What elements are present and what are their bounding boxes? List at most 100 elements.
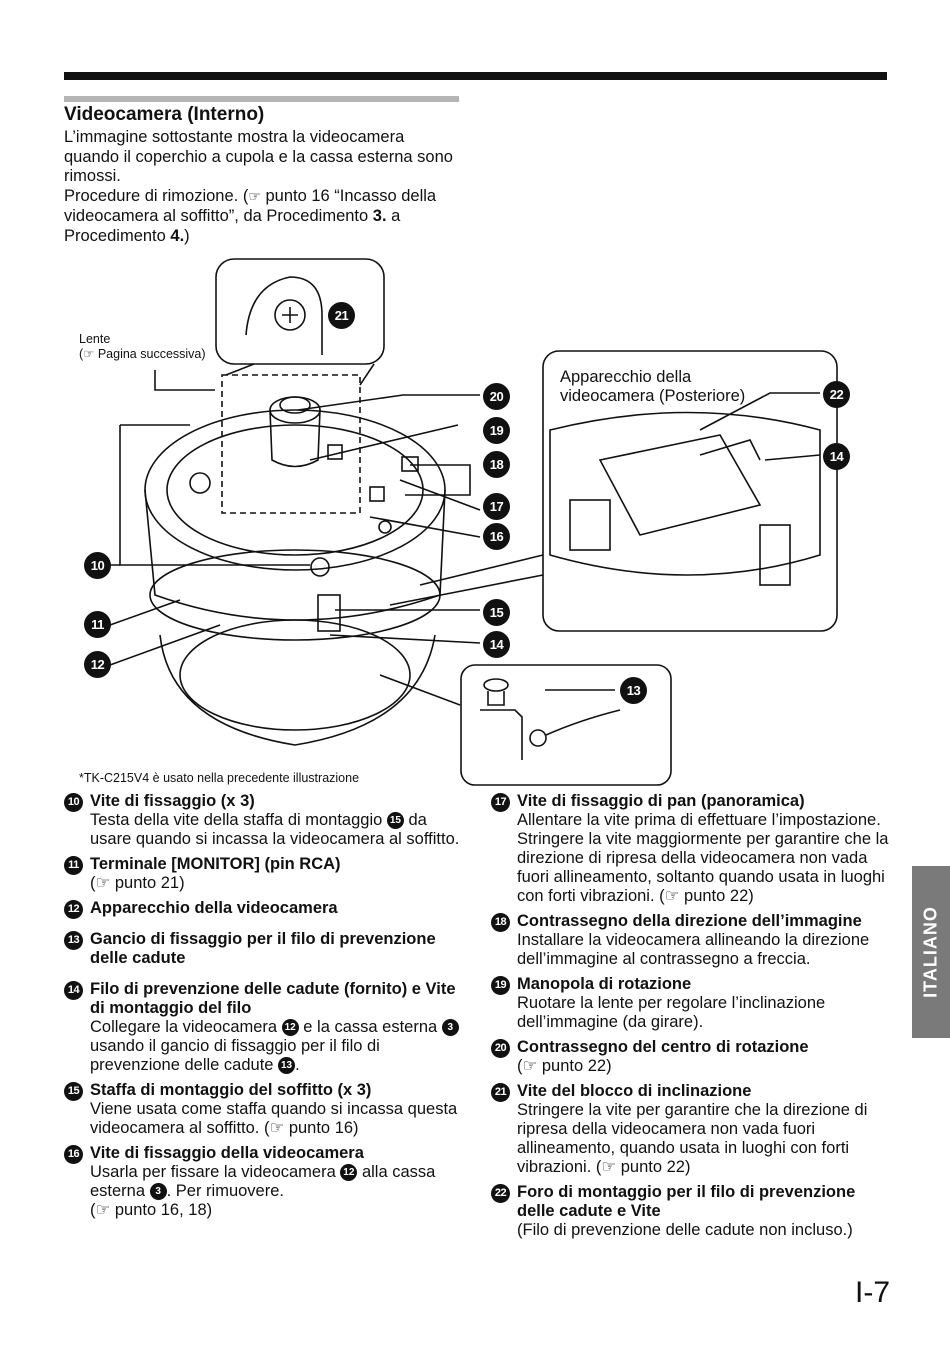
list-item: 14 Filo di prevenzione delle cadute (for… <box>64 980 464 1075</box>
intro-line2-pre: Procedure di rimozione. ( <box>64 186 249 205</box>
item-number: 12 <box>64 900 83 919</box>
callout-17: 17 <box>483 493 510 520</box>
item-number: 17 <box>491 793 510 812</box>
item-number: 14 <box>64 981 83 1000</box>
item-number: 10 <box>64 793 83 812</box>
intro-line1: L’immagine sottostante mostra la videoca… <box>64 128 453 185</box>
callout-22: 22 <box>823 381 850 408</box>
camera-top-plate <box>144 409 446 571</box>
reference-number: 12 <box>340 1164 358 1182</box>
intro-mid: a Procedimento <box>64 207 401 245</box>
item-heading: Apparecchio della videocamera <box>90 899 338 917</box>
item-number: 18 <box>491 913 510 932</box>
reference-number: 3 <box>149 1183 167 1201</box>
item-heading: Vite di fissaggio della videocamera <box>90 1144 364 1162</box>
intro-line2-post: punto 16 “Incasso della videocamera al s… <box>64 186 437 226</box>
callout-13: 13 <box>620 677 647 704</box>
callout-11: 11 <box>84 611 111 638</box>
section-title: Videocamera (Interno) <box>64 104 265 125</box>
items-left-column: 10 Vite di fissaggio (x 3) Testa della v… <box>64 792 464 1226</box>
rear-label-line2: videocamera (Posteriore) <box>560 387 746 405</box>
reference-number: 3 <box>441 1019 459 1037</box>
list-item: 20 Contrassegno del centro di rotazione … <box>491 1038 891 1076</box>
item-heading: Vite di fissaggio (x 3) <box>90 792 255 810</box>
figure-note: *TK-C215V4 è usato nella precedente illu… <box>79 771 360 785</box>
camera-base-ring <box>149 549 441 641</box>
item-heading: Filo di prevenzione delle cadute (fornit… <box>90 980 456 1017</box>
callout-21: 21 <box>328 302 355 329</box>
list-item: 12 Apparecchio della videocamera <box>64 899 464 919</box>
list-item: 10 Vite di fissaggio (x 3) Testa della v… <box>64 792 464 849</box>
list-item: 19 Manopola di rotazione Ruotare la lent… <box>491 975 891 1032</box>
list-item: 18 Contrassegno della direzione dell’imm… <box>491 912 891 969</box>
reference-number: 13 <box>278 1057 296 1075</box>
item-number: 13 <box>64 931 83 950</box>
pointing-hand-icon: ☞ <box>248 188 261 205</box>
section-rule <box>64 96 459 102</box>
callout-12: 12 <box>84 651 111 678</box>
inset-hook <box>460 664 672 786</box>
intro-text: L’immagine sottostante mostra la videoca… <box>64 128 459 246</box>
top-rule <box>64 72 887 80</box>
page-number: I-7 <box>855 1276 891 1309</box>
item-description: Ruotare la lente per regolare l’inclinaz… <box>517 994 826 1031</box>
callout-10: 10 <box>84 552 111 579</box>
reference-number: 15 <box>386 812 404 830</box>
item-description: (☞ punto 21) <box>90 874 185 892</box>
callout-15: 15 <box>483 599 510 626</box>
item-heading: Foro di montaggio per il filo di prevenz… <box>517 1183 856 1220</box>
item-heading: Terminale [MONITOR] (pin RCA) <box>90 855 341 873</box>
item-description: Collegare la videocamera 12 e la cassa e… <box>90 1018 464 1075</box>
item-number: 16 <box>64 1145 83 1164</box>
list-item: 13 Gancio di fissaggio per il filo di pr… <box>64 930 464 968</box>
item-description: (☞ punto 22) <box>517 1057 612 1075</box>
inset-tilt-screw <box>215 258 385 365</box>
tilt-bracket-shape <box>245 276 323 355</box>
callout-19: 19 <box>483 417 510 444</box>
list-item: 16 Vite di fissaggio della videocamera U… <box>64 1144 464 1220</box>
items-right-column: 17 Vite di fissaggio di pan (panoramica)… <box>491 792 891 1246</box>
list-item: 17 Vite di fissaggio di pan (panoramica)… <box>491 792 891 906</box>
callout-18: 18 <box>483 451 510 478</box>
item-heading: Manopola di rotazione <box>517 975 692 993</box>
item-description: Installare la videocamera allineando la … <box>517 931 870 968</box>
item-number: 21 <box>491 1083 510 1102</box>
lens-label: Lente <box>79 332 111 346</box>
item-number: 19 <box>491 976 510 995</box>
intro-end: ) <box>184 226 190 245</box>
list-item: 15 Staffa di montaggio del soffitto (x 3… <box>64 1081 464 1138</box>
zoom-area <box>221 374 361 514</box>
item-number: 15 <box>64 1082 83 1101</box>
item-heading: Contrassegno della direzione dell’immagi… <box>517 912 862 930</box>
callout-20: 20 <box>483 383 510 410</box>
item-description: Stringere la vite per garantire che la d… <box>517 1101 868 1176</box>
lens-ref-label: (☞ Pagina successiva) <box>79 347 206 361</box>
list-item: 22 Foro di montaggio per il filo di prev… <box>491 1183 891 1240</box>
item-description: Allentare la vite prima di effettuare l’… <box>517 811 889 905</box>
list-item: 21 Vite del blocco di inclinazione Strin… <box>491 1082 891 1177</box>
callout-16: 16 <box>483 523 510 550</box>
item-heading: Staffa di montaggio del soffitto (x 3) <box>90 1081 372 1099</box>
camera-illustration <box>90 258 838 786</box>
item-description: Usarla per fissare la videocamera 12 all… <box>90 1163 436 1219</box>
rear-label-line1: Apparecchio della <box>560 368 692 386</box>
intro-step-a: 3. <box>372 207 387 225</box>
item-heading: Vite del blocco di inclinazione <box>517 1082 752 1100</box>
tilt-screw-head <box>274 299 306 331</box>
item-description: Testa della vite della staffa di montagg… <box>90 811 460 848</box>
item-heading: Contrassegno del centro di rotazione <box>517 1038 809 1056</box>
item-description: Viene usata come staffa quando si incass… <box>90 1100 458 1137</box>
item-number: 20 <box>491 1039 510 1058</box>
inset-camera-rear <box>542 350 838 632</box>
list-item: 11 Terminale [MONITOR] (pin RCA) (☞ punt… <box>64 855 464 893</box>
callout-14-rear: 14 <box>823 443 850 470</box>
reference-number: 12 <box>281 1019 299 1037</box>
item-description: (Filo di prevenzione delle cadute non in… <box>517 1221 853 1239</box>
item-heading: Gancio di fissaggio per il filo di preve… <box>90 930 436 967</box>
intro-step-b: 4. <box>170 226 185 245</box>
language-tab-label: ITALIANO <box>920 906 941 998</box>
camera-diagram: Lente (☞ Pagina successiva) Apparecchio … <box>60 255 890 795</box>
item-heading: Vite di fissaggio di pan (panoramica) <box>517 792 805 810</box>
item-number: 11 <box>64 856 83 875</box>
item-number: 22 <box>491 1184 510 1203</box>
